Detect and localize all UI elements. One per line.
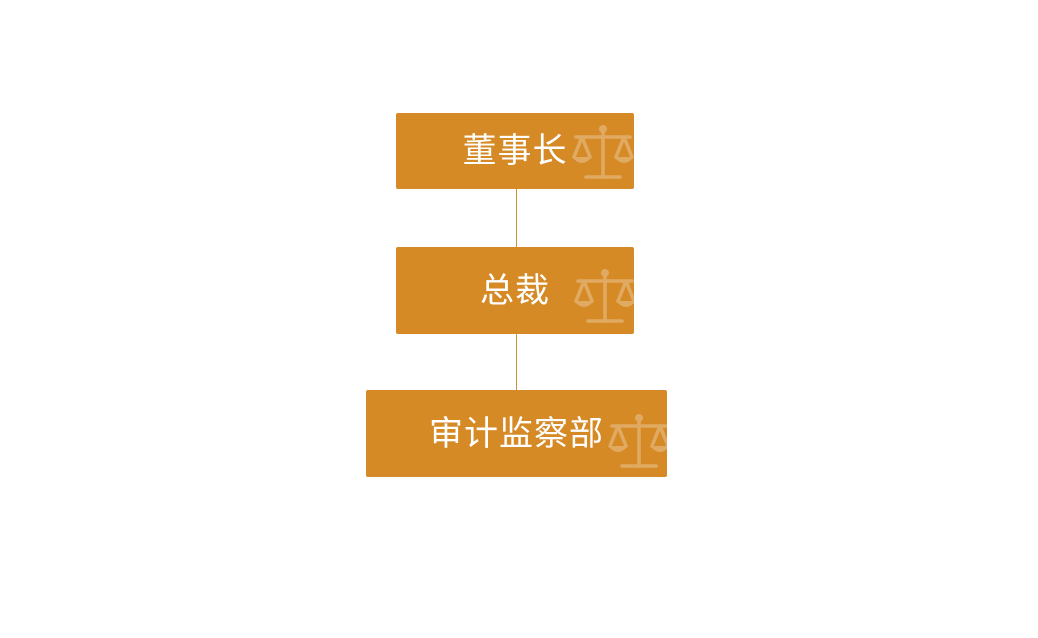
scale-of-justice-icon: [572, 125, 634, 179]
connector-president-audit: [516, 334, 517, 390]
org-node-label: 审计监察部: [429, 413, 604, 454]
org-node-label: 总裁: [480, 270, 550, 311]
org-node-audit-supervision[interactable]: 审计监察部: [366, 390, 667, 477]
scale-of-justice-icon: [574, 269, 634, 323]
connector-chairman-president: [516, 189, 517, 247]
org-node-label: 董事长: [462, 131, 568, 171]
org-node-president[interactable]: 总裁: [396, 247, 634, 334]
scale-of-justice-icon: [608, 414, 667, 468]
org-node-chairman[interactable]: 董事长: [396, 113, 634, 189]
